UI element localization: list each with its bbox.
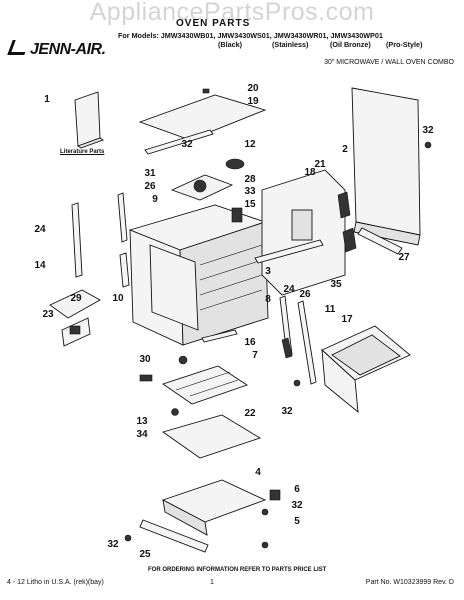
- callout-11: 11: [324, 304, 336, 315]
- strip-25-icon: [139, 519, 209, 553]
- callout-19: 19: [247, 96, 259, 107]
- oven-cavity-icon: [128, 204, 269, 346]
- callout-17: 17: [341, 314, 353, 325]
- finish-oil-bronze: (Oil Bronze): [330, 40, 371, 49]
- callout-10: 10: [112, 293, 124, 304]
- left-strip-26-icon: [117, 192, 128, 243]
- models-line: For Models: JMW3430WB01, JMW3430WS01, JM…: [118, 31, 383, 40]
- callout-7: 7: [252, 350, 258, 361]
- callout-30: 30: [139, 354, 151, 365]
- left-strip-24-icon: [71, 202, 83, 278]
- callout-31: 31: [144, 168, 156, 179]
- strip-10-icon: [119, 252, 130, 288]
- callout-3: 3: [265, 266, 271, 277]
- callout-14: 14: [34, 260, 46, 271]
- watermark: AppliancePartsPros.com: [89, 0, 375, 26]
- page-title: OVEN PARTS: [176, 18, 251, 29]
- callout-23: 23: [42, 309, 54, 320]
- screw-32-top-icon: [424, 141, 432, 149]
- ordering-note: FOR ORDERING INFORMATION REFER TO PARTS …: [148, 567, 327, 573]
- strip-27-icon: [357, 227, 403, 255]
- strip-16-icon: [201, 329, 238, 343]
- rear-panel-icon: [261, 169, 346, 296]
- hinge-35-icon: [342, 227, 357, 253]
- rail-3-icon: [254, 239, 324, 264]
- side-panel-icon: [351, 87, 421, 246]
- screw-32-low-icon: [124, 534, 132, 542]
- finish-pro-style: (Pro-Style): [386, 40, 423, 49]
- callout-27: 27: [398, 252, 410, 263]
- callout-16: 16: [244, 337, 256, 348]
- callout-33: 33: [244, 186, 256, 197]
- callout-26-b: 26: [299, 289, 311, 300]
- finish-stainless: (Stainless): [272, 40, 309, 49]
- callout-32-d: 32: [107, 539, 119, 550]
- screw-32-d-icon: [261, 541, 269, 549]
- callout-20: 20: [247, 83, 259, 94]
- literature-label: Literature Parts: [60, 149, 105, 155]
- rack-7-icon: [161, 365, 249, 405]
- drawer-4-icon: [161, 479, 267, 536]
- callout-22: 22: [244, 408, 256, 419]
- screw-32-c-icon: [261, 508, 269, 516]
- front-trim-icon: [144, 129, 214, 155]
- panel-22-icon: [161, 414, 262, 459]
- callout-5: 5: [294, 516, 300, 527]
- footer-litho: 4 - 12 Litho in U.S.A. (rek)(bay): [7, 579, 104, 586]
- part-8-icon: [281, 337, 293, 359]
- mid-strip-26-icon: [297, 300, 317, 385]
- callout-29: 29: [70, 293, 82, 304]
- callout-12: 12: [244, 139, 256, 150]
- bracket-21-icon: [337, 191, 351, 219]
- footer-page-number: 1: [210, 579, 214, 586]
- literature-parts-icon: [74, 91, 104, 149]
- callout-32-a: 32: [181, 139, 193, 150]
- callout-6: 6: [294, 484, 300, 495]
- callout-32-b: 32: [281, 406, 293, 417]
- callout-13: 13: [136, 416, 148, 427]
- callout-8: 8: [265, 294, 271, 305]
- callout-34: 34: [136, 429, 148, 440]
- callout-1: 1: [44, 94, 50, 105]
- small-part-15-icon: [231, 207, 243, 223]
- subtitle: 30" MICROWAVE / WALL OVEN COMBO: [324, 59, 454, 66]
- callout-26-a: 26: [144, 181, 156, 192]
- brand-logo: JENN-AIR.: [7, 40, 106, 59]
- bracket-6-icon: [269, 489, 281, 501]
- screw-13-icon: [171, 408, 179, 416]
- callout-2: 2: [342, 144, 348, 155]
- callout-4: 4: [255, 467, 261, 478]
- callout-24-a: 24: [34, 224, 46, 235]
- fan-assembly-icon: [170, 158, 245, 201]
- callout-32-top: 32: [422, 125, 434, 136]
- bracket-panel-icon: [49, 289, 101, 347]
- door-frame-icon: [321, 325, 411, 414]
- brand-name: JENN-AIR.: [30, 41, 106, 58]
- clip-icon: [139, 374, 153, 382]
- footer-part-number: Part No. W10323999 Rev. D: [365, 579, 454, 586]
- top-panel-icon: [138, 88, 267, 141]
- callout-25: 25: [139, 549, 151, 560]
- callout-18: 18: [304, 167, 316, 178]
- screw-32-right-icon: [293, 379, 301, 387]
- callout-9: 9: [152, 194, 158, 205]
- screw-30-icon: [178, 355, 188, 365]
- callout-28: 28: [244, 174, 256, 185]
- callout-21: 21: [314, 159, 326, 170]
- callout-35: 35: [330, 279, 342, 290]
- finish-black: (Black): [218, 40, 242, 49]
- callout-24-b: 24: [283, 284, 295, 295]
- callout-15: 15: [244, 199, 256, 210]
- callout-32-c: 32: [291, 500, 303, 511]
